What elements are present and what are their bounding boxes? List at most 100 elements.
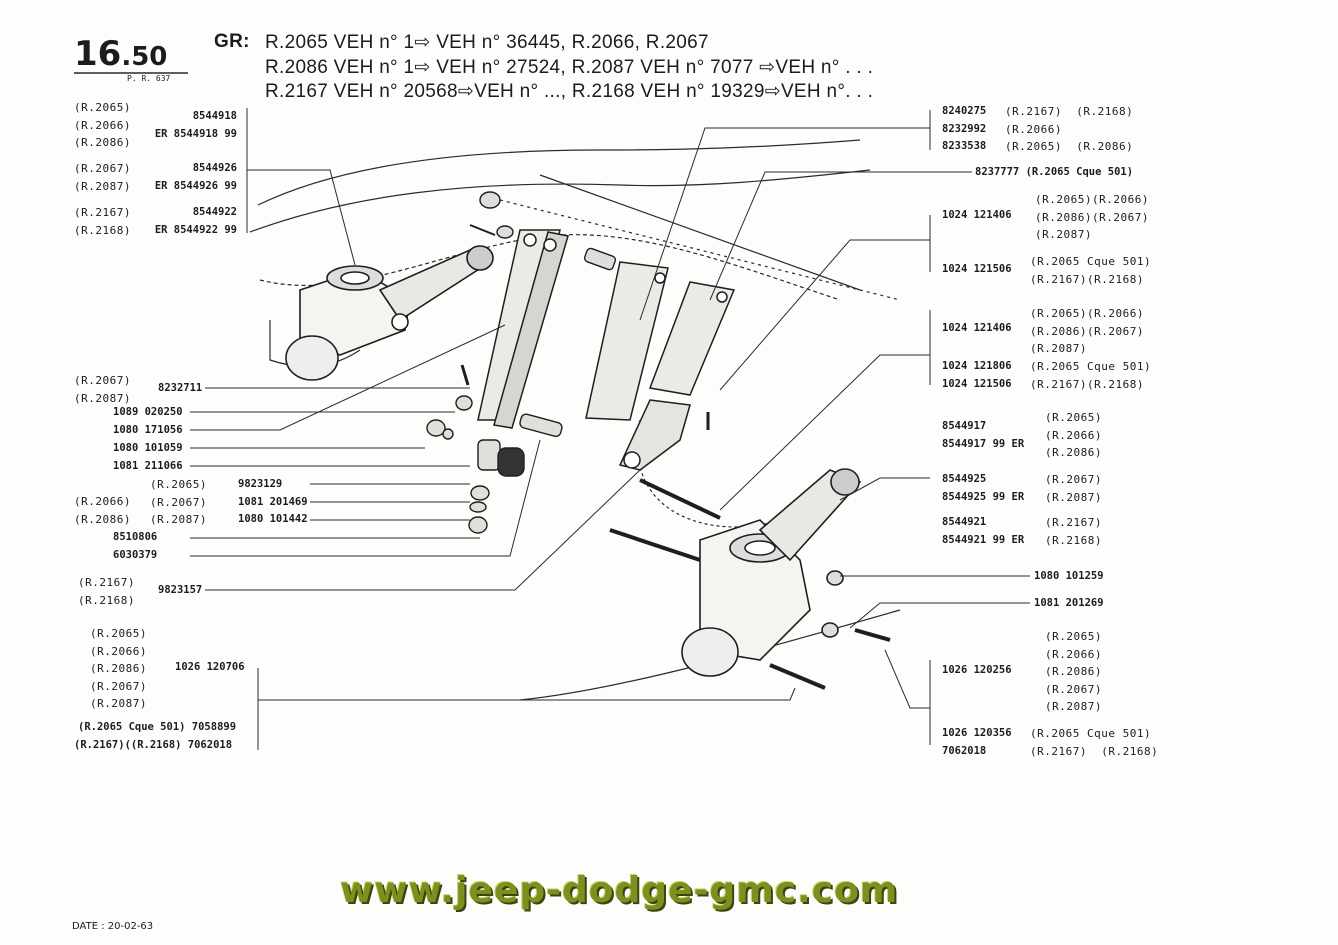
pitman-arm-lower	[758, 469, 862, 562]
right-r4-models: (R.2065 Cque 501) (R.2167)(R.2168)	[1030, 255, 1152, 286]
right-r9-models: (R.2167) (R.2168)	[1045, 516, 1102, 547]
left-1089-020250: 1089 020250	[113, 406, 183, 418]
right-r5-models: (R.2065)(R.2066) (R.2086)(R.2067) (R.208…	[1030, 307, 1144, 355]
steering-box-lower-bore	[744, 540, 776, 556]
left-g8-line-1: (R.2065 Cque 501) 7058899	[78, 721, 237, 733]
nut-1080a	[426, 419, 446, 437]
leader-8237777	[709, 171, 972, 301]
right-r13-parts: 1026 120356 7062018	[942, 727, 1012, 757]
left-1081-211066: 1081 211066	[113, 460, 183, 472]
section-number: 16.50	[74, 34, 167, 74]
leader-1080a	[190, 324, 506, 431]
left-g2-parts: 8544926 ER 8544926 99	[154, 162, 237, 192]
right-r1-parts: 8240275 8232992 8233538	[942, 105, 987, 152]
right-r12-models: (R.2065) (R.2066) (R.2086) (R.2067) (R.2…	[1045, 630, 1102, 713]
right-r3-part: 1024 121406	[942, 209, 1012, 221]
right-r1-models: (R.2167) (R.2168) (R.2066) (R.2065) (R.2…	[1005, 105, 1134, 153]
section-major: 16	[74, 34, 122, 74]
bolt-1026-120706	[769, 663, 826, 690]
right-r6-parts: 1024 121806 1024 121506	[942, 360, 1012, 390]
frame-curve-upper	[257, 139, 861, 206]
steering-box-upper-cap	[285, 335, 339, 381]
left-g4-part: 8232711	[158, 382, 203, 394]
bolt-1026-120256	[854, 628, 891, 642]
section-minor: .50	[121, 42, 168, 72]
left-g1-parts: 8544918 ER 8544918 99	[154, 110, 237, 140]
frame-edge-diagonal	[539, 174, 861, 291]
left-1080-171056: 1080 171056	[113, 424, 183, 436]
leader-1024-121406b	[719, 354, 930, 511]
left-g5-models-a: (R.2066) (R.2086)	[74, 495, 131, 526]
left-g5-models-b: (R.2065) (R.2067) (R.2087)	[150, 478, 207, 526]
pr-reference: P. R. 637	[127, 74, 171, 83]
left-g3-parts: 8544922 ER 8544922 99	[154, 206, 237, 236]
leader-1024-121406a	[719, 239, 930, 391]
bolt-long	[609, 528, 701, 562]
pitman-arm-lower-eye	[830, 468, 860, 496]
drag-link-hole-1	[523, 233, 537, 247]
right-r6-models: (R.2065 Cque 501) (R.2167)(R.2168)	[1030, 360, 1152, 391]
steering-box-lower	[609, 468, 891, 690]
left-g7-models: (R.2065) (R.2066) (R.2086) (R.2067) (R.2…	[90, 627, 147, 710]
pin-center	[583, 247, 617, 271]
steering-box-upper-bore	[340, 271, 370, 285]
washer-1081-201269	[821, 622, 839, 638]
left-g1-models: (R.2065) (R.2066) (R.2086)	[74, 101, 131, 149]
left-6030379: 6030379	[113, 549, 158, 561]
tie-rod-hole-2	[716, 291, 728, 303]
nut-1089	[455, 395, 473, 411]
washer-1080b	[442, 428, 454, 440]
website-watermark[interactable]: www.jeep-dodge-gmc.com	[340, 870, 899, 911]
leader-9823157	[205, 469, 641, 591]
steering-box-upper	[285, 245, 494, 381]
frame-curve-mid	[249, 169, 871, 233]
right-r7-parts: 8544917 8544917 99 ER	[942, 420, 1025, 450]
leader-6030379	[190, 439, 541, 557]
right-r5-part: 1024 121406	[942, 322, 1012, 334]
header-line-3: R.2167 VEH n° 20568⇨VEH n° ..., R.2168 V…	[265, 81, 874, 102]
right-r9-parts: 8544921 8544921 99 ER	[942, 516, 1025, 546]
right-1081-201269: 1081 201269	[1034, 597, 1104, 609]
left-g4-models: (R.2067) (R.2087)	[74, 374, 131, 405]
leader-1026-120706	[258, 687, 796, 701]
leader-8544925	[839, 477, 930, 501]
nut-top	[469, 191, 514, 239]
date-stamp: DATE : 20-02-63	[72, 921, 154, 932]
right-1080-101259: 1080 101259	[1034, 570, 1104, 582]
gr-label: GR:	[214, 31, 250, 52]
right-r7-models: (R.2065) (R.2066) (R.2086)	[1045, 411, 1102, 459]
washer-1080-101259	[826, 570, 844, 586]
right-8237777: 8237777 (R.2065 Cque 501)	[975, 166, 1134, 178]
bracket-9823157	[618, 399, 721, 520]
steering-box-upper-boss	[391, 313, 409, 331]
right-r3-models: (R.2065)(R.2066) (R.2086)(R.2067) (R.208…	[1035, 193, 1149, 241]
leader-8240275	[639, 127, 930, 321]
header-line-2: R.2086 VEH n° 1⇨ VEH n° 27524, R.2087 VE…	[265, 57, 874, 78]
left-g3-models: (R.2167) (R.2168)	[74, 206, 131, 237]
right-r8-parts: 8544925 8544925 99 ER	[942, 473, 1025, 503]
left-g6-models: (R.2167) (R.2168)	[78, 576, 135, 607]
left-8510806: 8510806	[113, 531, 158, 543]
nut-8510806	[468, 516, 488, 534]
right-r4-part: 1024 121506	[942, 263, 1012, 275]
frame-edge-dashed	[499, 199, 901, 301]
steering-box-lower-cap	[681, 627, 739, 677]
left-g6-part: 9823157	[158, 584, 203, 596]
leader-1081-201269	[849, 602, 1030, 629]
leader-upper-box	[247, 169, 356, 266]
bolt-8232711	[460, 364, 470, 386]
ball-joint-boot	[497, 447, 525, 477]
left-1080-101059: 1080 101059	[113, 442, 183, 454]
left-g5-parts: 9823129 1081 201469 1080 101442	[238, 478, 308, 525]
right-r12-part: 1026 120256	[942, 664, 1012, 676]
left-g7-part: 1026 120706	[175, 661, 245, 673]
tie-rod-middle	[585, 261, 669, 421]
right-r8-models: (R.2067) (R.2087)	[1045, 473, 1102, 504]
pitman-arm-upper-eye	[466, 245, 494, 271]
header-line-1: R.2065 VEH n° 1⇨ VEH n° 36445, R.2066, R…	[265, 32, 709, 53]
drag-link-left-b	[493, 231, 569, 429]
drag-link-hole-2	[543, 238, 557, 252]
tie-rod-right	[648, 281, 736, 396]
